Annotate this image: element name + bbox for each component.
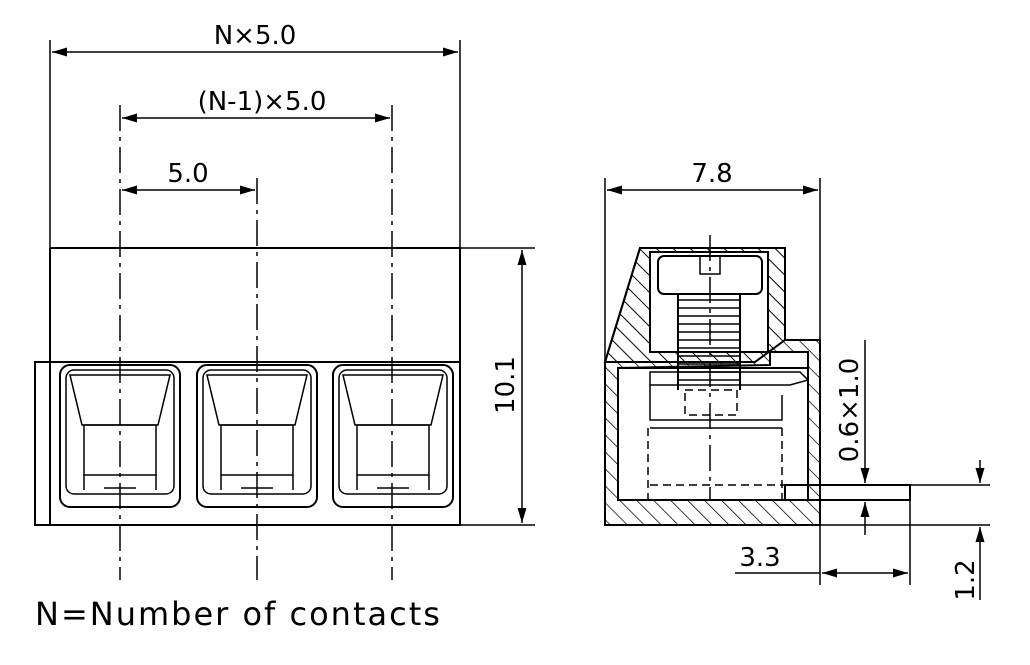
dim-pin-height-label: 1.2 (951, 559, 981, 600)
dim-overall-width-label: N×5.0 (214, 21, 297, 51)
dim-pitch-span-label: (N-1)×5.0 (198, 87, 327, 117)
side-view: 7.8 0.6×1.0 3.3 1.2 (603, 159, 990, 601)
dim-pitch-label: 5.0 (167, 159, 208, 189)
dim-side-depth-label: 7.8 (691, 159, 732, 189)
clamp (649, 371, 810, 429)
dim-pin-size-label: 0.6×1.0 (835, 358, 865, 462)
contact-cavity-3 (332, 364, 454, 508)
note-text: N=Number of contacts (35, 595, 442, 633)
front-body-outline (34, 361, 461, 526)
dim-pin-offset-label: 3.3 (739, 543, 780, 573)
pin (784, 484, 911, 501)
dim-height-label: 10.1 (491, 356, 521, 414)
front-view: N×5.0 (N-1)×5.0 5.0 10.1 (34, 21, 535, 580)
